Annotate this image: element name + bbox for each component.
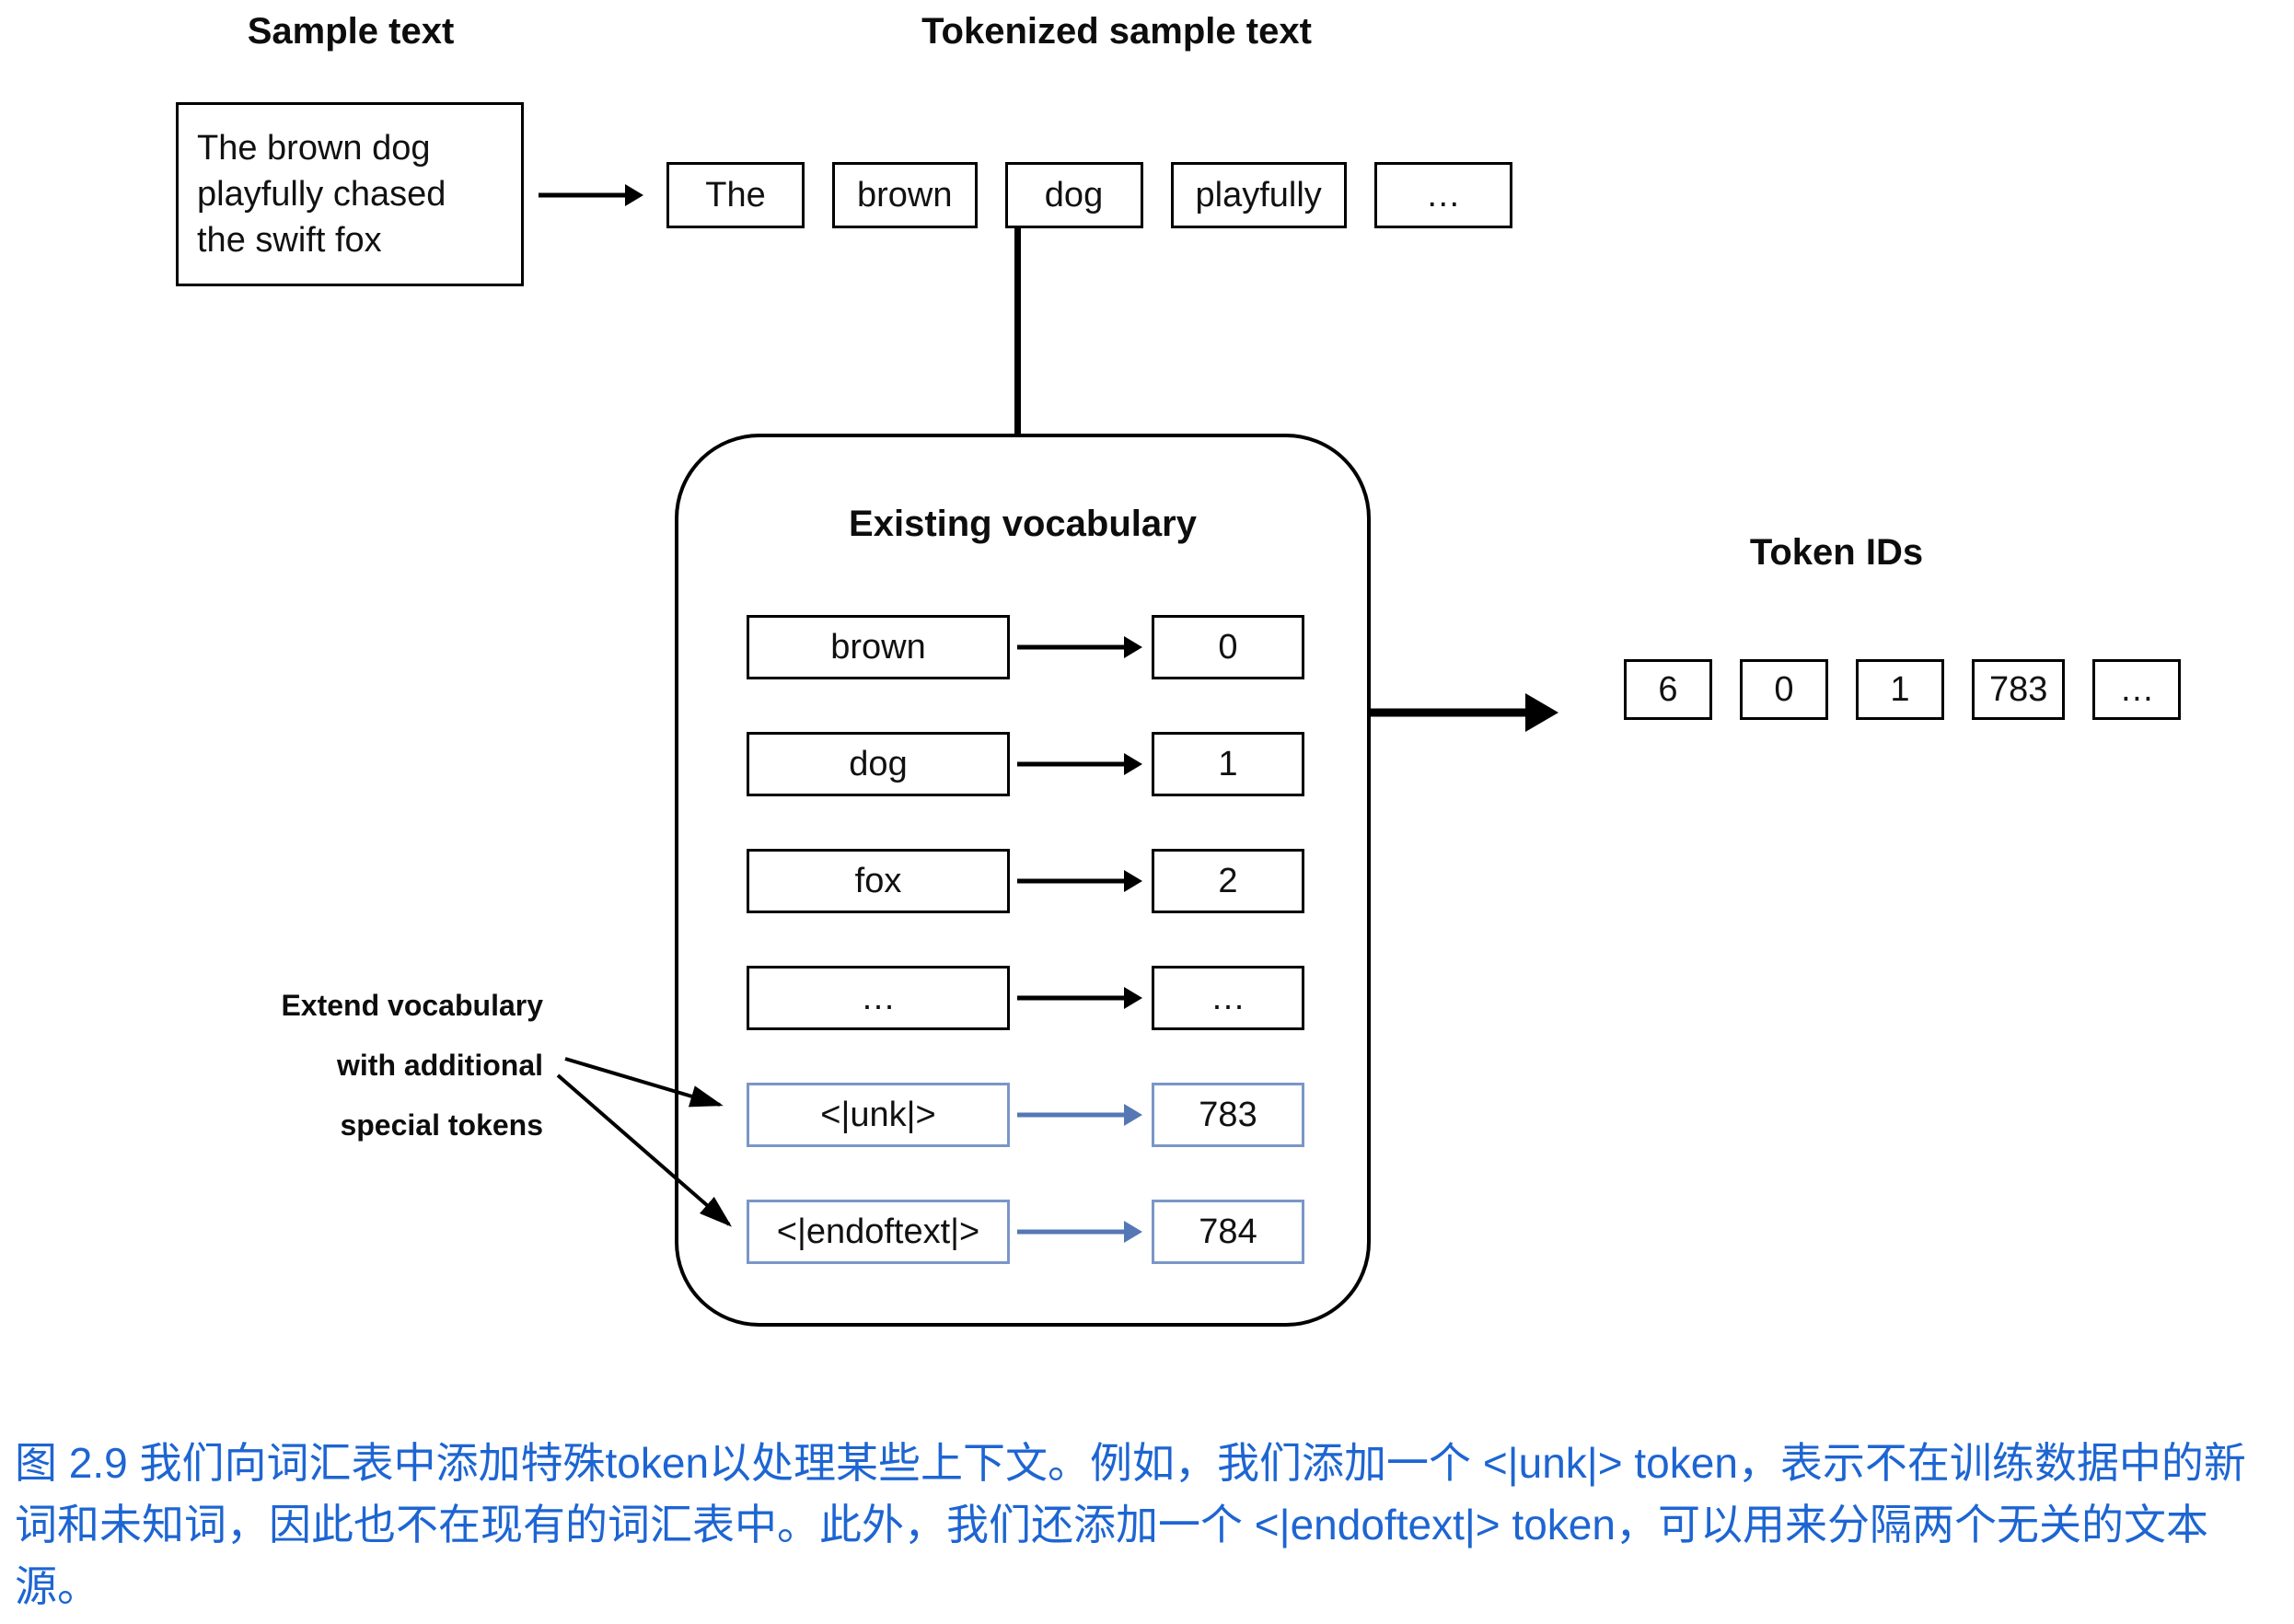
vocab-row-special-endoftext: <|endoftext|> 784	[678, 1200, 1367, 1264]
vocabulary-rows: brown 0 dog 1 fox 2 … … <|unk|>	[678, 615, 1367, 1264]
vocab-id-box: 784	[1152, 1200, 1304, 1264]
arrow-right-icon	[1017, 1104, 1142, 1126]
token-id-box: 6	[1624, 659, 1712, 720]
sample-text-box: The brown dog playfully chased the swift…	[176, 102, 524, 286]
arrow-right-icon	[1017, 987, 1142, 1009]
token-id-box: 1	[1856, 659, 1944, 720]
vocab-id-box: …	[1152, 966, 1304, 1030]
arrow-right-icon	[1017, 1221, 1142, 1243]
vocab-word-box: <|endoftext|>	[747, 1200, 1010, 1264]
vocab-id-box: 0	[1152, 615, 1304, 679]
vocab-row: dog 1	[678, 732, 1367, 796]
sample-text-heading: Sample text	[247, 11, 455, 52]
vocab-row-special-unk: <|unk|> 783	[678, 1083, 1367, 1147]
vocab-row: … …	[678, 966, 1367, 1030]
arrow-right-icon	[1017, 636, 1142, 658]
token-box: dog	[1004, 162, 1143, 228]
extend-vocabulary-line: with additional	[337, 1049, 543, 1082]
token-row: The brown dog playfully …	[666, 162, 1512, 228]
extend-vocabulary-line: Extend vocabulary	[281, 989, 543, 1022]
arrow-sample-to-tokens-icon	[539, 184, 643, 206]
token-ids-heading: Token IDs	[1749, 532, 1924, 573]
vocab-word-box: fox	[747, 849, 1010, 913]
existing-vocabulary-heading: Existing vocabulary	[849, 504, 1197, 544]
figure-caption: 图 2.9 我们向词汇表中添加特殊token以处理某些上下文。例如，我们添加一个…	[15, 1439, 2246, 1611]
arrow-vocab-to-token-ids-icon	[1371, 691, 1558, 734]
vocab-id-box: 783	[1152, 1083, 1304, 1147]
token-box: The	[666, 162, 805, 228]
extend-vocabulary-line: special tokens	[340, 1108, 543, 1142]
existing-vocabulary-panel: Existing vocabulary brown 0 dog 1 fox 2 …	[675, 434, 1371, 1327]
vocab-row: brown 0	[678, 615, 1367, 679]
sample-text-content: The brown dog playfully chased the swift…	[197, 128, 446, 261]
token-id-box: 0	[1740, 659, 1828, 720]
connector-vertical-line	[1014, 226, 1021, 438]
token-ids-row: 6 0 1 783 …	[1624, 659, 2182, 720]
token-id-box: 783	[1972, 659, 2066, 720]
vocab-word-box: brown	[747, 615, 1010, 679]
extend-vocabulary-label: Extend vocabulary with additional specia…	[221, 976, 543, 1155]
arrow-right-icon	[1017, 870, 1142, 892]
vocab-word-box: dog	[747, 732, 1010, 796]
vocab-word-box: …	[747, 966, 1010, 1030]
vocab-word-box: <|unk|>	[747, 1083, 1010, 1147]
arrow-right-icon	[1017, 753, 1142, 775]
token-id-box: …	[2092, 659, 2182, 720]
vocab-id-box: 1	[1152, 732, 1304, 796]
tokenized-sample-heading: Tokenized sample text	[921, 11, 1312, 52]
token-box: brown	[832, 162, 978, 228]
token-box: playfully	[1170, 162, 1347, 228]
vocab-id-box: 2	[1152, 849, 1304, 913]
vocab-row: fox 2	[678, 849, 1367, 913]
token-box: …	[1373, 162, 1512, 228]
